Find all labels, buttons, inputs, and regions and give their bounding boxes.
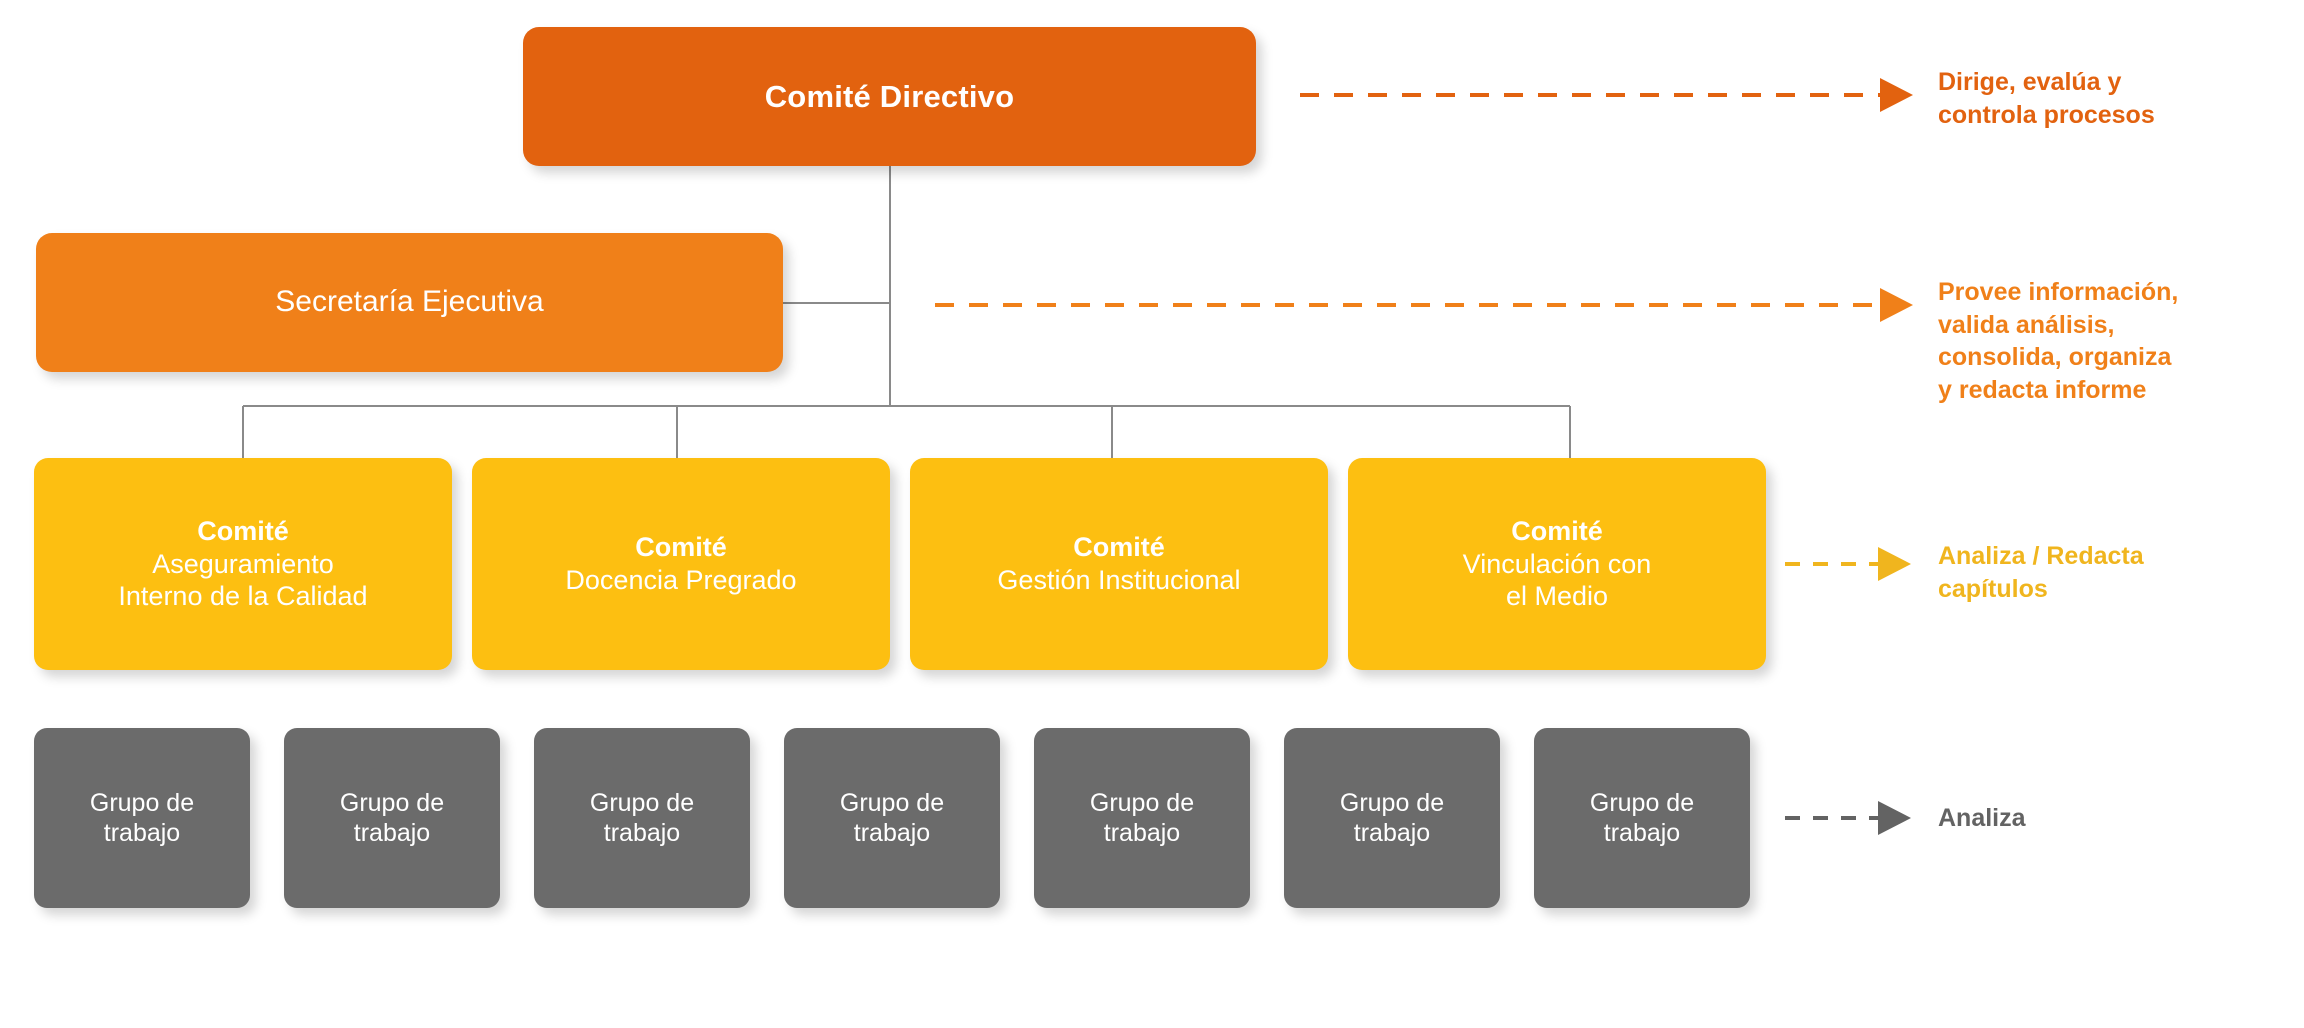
workgroup-line-2: trabajo xyxy=(1353,819,1431,847)
annotation-committee-role: Analiza / Redacta capítulos xyxy=(1938,542,2144,603)
committee-name-line-1: Aseguramiento xyxy=(152,548,334,579)
annotation-arrow-directive xyxy=(1300,78,1913,112)
node-grupo-de-trabajo-2[interactable]: Grupo de trabajo xyxy=(284,728,500,908)
annotation-secretariat-role: Provee información, valida análisis, con… xyxy=(1938,278,2179,404)
workgroup-line-1: Grupo de xyxy=(339,788,445,817)
node-comite-gestion-institucional[interactable]: Comité Gestión Institucional xyxy=(910,458,1328,670)
annotation-arrow-committee xyxy=(1785,547,1911,581)
committee-name-line-1: Docencia Pregrado xyxy=(565,565,797,595)
workgroup-line-1: Grupo de xyxy=(839,788,945,817)
annotation-directive-role: Dirige, evalúa y controla procesos xyxy=(1938,68,2155,129)
committee-name-line-1: Gestión Institucional xyxy=(997,565,1241,595)
committee-heading: Comité xyxy=(197,515,289,546)
node-grupo-de-trabajo-1[interactable]: Grupo de trabajo xyxy=(34,728,250,908)
workgroup-line-2: trabajo xyxy=(603,819,681,847)
committee-heading: Comité xyxy=(1073,532,1165,563)
committee-name-line-2: Interno de la Calidad xyxy=(118,581,368,612)
node-grupo-de-trabajo-3[interactable]: Grupo de trabajo xyxy=(534,728,750,908)
node-secretaria-ejecutiva[interactable]: Secretaría Ejecutiva xyxy=(36,233,783,372)
node-grupo-de-trabajo-4[interactable]: Grupo de trabajo xyxy=(784,728,1000,908)
node-secretaria-ejecutiva-label: Secretaría Ejecutiva xyxy=(275,285,544,319)
workgroup-line-1: Grupo de xyxy=(1339,788,1445,817)
node-comite-docencia-pregrado[interactable]: Comité Docencia Pregrado xyxy=(472,458,890,670)
annotation-arrow-workgroup xyxy=(1785,801,1911,835)
annotation-arrow-secretariat xyxy=(935,288,1913,322)
committee-name-line-1: Vinculación con xyxy=(1462,548,1652,579)
committee-name-line-2: el Medio xyxy=(1505,581,1609,612)
node-grupo-de-trabajo-6[interactable]: Grupo de trabajo xyxy=(1284,728,1500,908)
workgroup-line-1: Grupo de xyxy=(1589,788,1695,817)
workgroup-line-2: trabajo xyxy=(853,819,931,847)
node-grupo-de-trabajo-7[interactable]: Grupo de trabajo xyxy=(1534,728,1750,908)
workgroup-line-2: trabajo xyxy=(1103,819,1181,847)
node-comite-directivo[interactable]: Comité Directivo xyxy=(523,27,1256,166)
workgroup-line-1: Grupo de xyxy=(89,788,195,817)
workgroup-line-2: trabajo xyxy=(103,819,181,847)
workgroup-line-2: trabajo xyxy=(1603,819,1681,847)
node-grupo-de-trabajo-5[interactable]: Grupo de trabajo xyxy=(1034,728,1250,908)
workgroup-line-1: Grupo de xyxy=(589,788,695,817)
workgroup-line-2: trabajo xyxy=(353,819,431,847)
node-comite-directivo-label: Comité Directivo xyxy=(764,78,1015,114)
workgroup-line-1: Grupo de xyxy=(1089,788,1195,817)
node-comite-vinculacion-con-el-medio[interactable]: Comité Vinculación con el Medio xyxy=(1348,458,1766,670)
committee-heading: Comité xyxy=(635,532,727,563)
committee-heading: Comité xyxy=(1511,515,1603,546)
node-comite-aseguramiento-interno-calidad[interactable]: Comité Aseguramiento Interno de la Calid… xyxy=(34,458,452,670)
annotation-workgroup-role: Analiza xyxy=(1938,804,2026,832)
